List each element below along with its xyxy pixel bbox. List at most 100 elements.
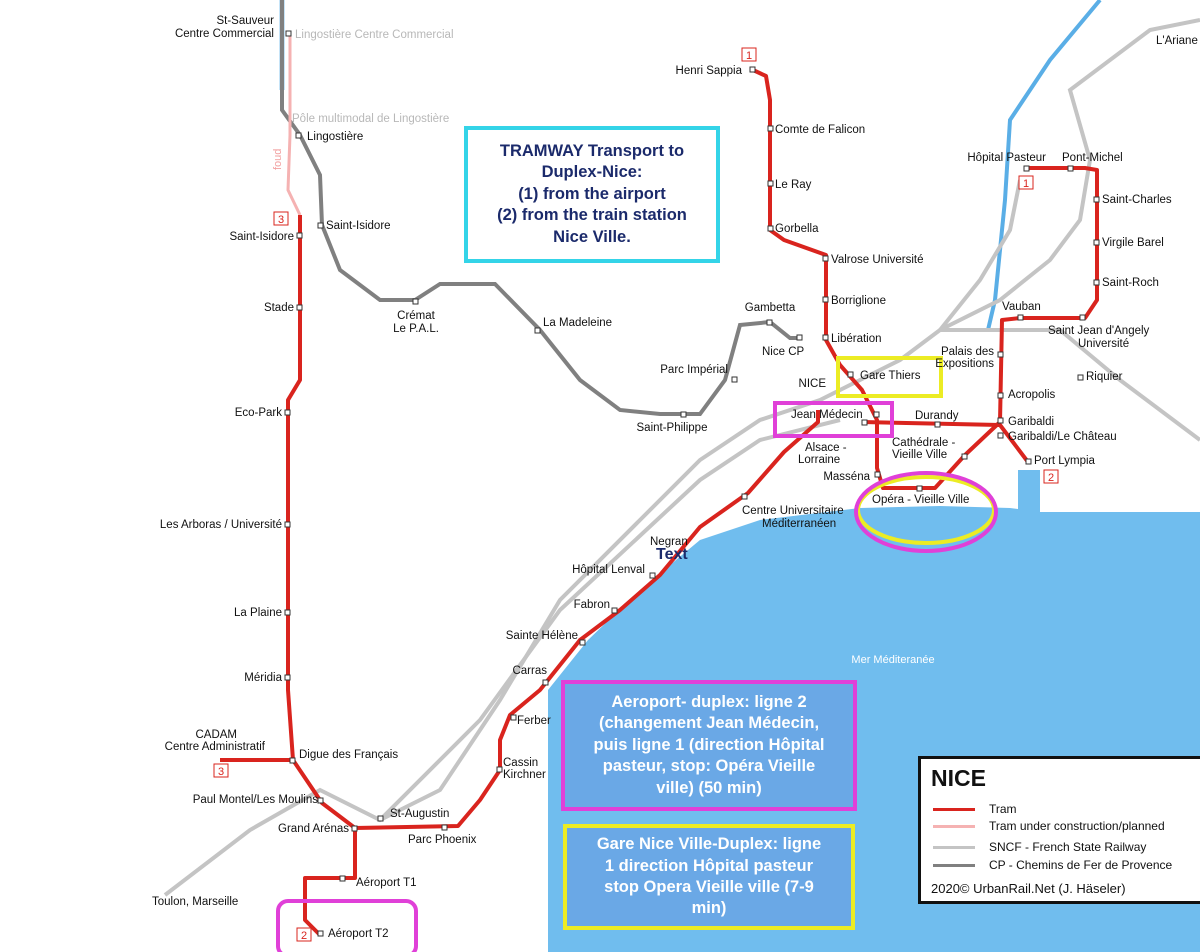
station-garibaldi-chateau: Garibaldi/Le Château xyxy=(1008,431,1117,443)
station-gambetta: Gambetta xyxy=(745,302,796,314)
station-lingostiere: Lingostière xyxy=(307,131,363,143)
station-la-plaine: La Plaine xyxy=(234,607,282,619)
station-henri-sappia: Henri Sappia xyxy=(676,65,743,77)
station-carras: Carras xyxy=(512,665,547,677)
station-pont-michel: Pont-Michel xyxy=(1062,152,1123,164)
station-centre-univ-1: Centre Universitaire xyxy=(742,505,844,517)
destination-ariane: L'Ariane xyxy=(1156,35,1198,47)
station-massena: Masséna xyxy=(823,471,870,483)
station-vauban: Vauban xyxy=(1002,301,1041,313)
station-saint-jean-2: Université xyxy=(1078,338,1129,350)
gare-route-line: min) xyxy=(691,899,727,918)
station-le-ray: Le Ray xyxy=(775,179,812,191)
tram-planned-line3 xyxy=(286,35,302,216)
gare-thiers-highlight xyxy=(836,356,943,398)
station-saint-charles: Saint-Charles xyxy=(1102,194,1172,206)
tramway-info-line: Nice Ville. xyxy=(553,227,631,246)
station-palais-1: Palais des xyxy=(941,346,994,358)
port-basin xyxy=(1018,470,1040,520)
station-centre-univ-2: Méditerranéen xyxy=(762,518,836,530)
aeroport-route-line: Aeroport- duplex: ligne 2 xyxy=(611,692,807,711)
station-durandy: Durandy xyxy=(915,410,959,422)
destination-toulon: Toulon, Marseille xyxy=(152,896,238,908)
station-opera: Opéra - Vieille Ville xyxy=(872,494,969,506)
legend-credit: 2020© UrbanRail.Net (J. Häseler) xyxy=(931,881,1126,896)
station-st-sauveur-2: Centre Commercial xyxy=(175,28,274,40)
map-legend: NICE Tram Tram under construction/planne… xyxy=(918,756,1200,904)
station-acropolis: Acropolis xyxy=(1008,389,1056,401)
station-garibaldi: Garibaldi xyxy=(1008,416,1054,428)
station-gare-thiers: Gare Thiers xyxy=(860,370,921,382)
gare-route-line: Gare Nice Ville-Duplex: ligne xyxy=(596,835,822,854)
legend-item-tram: Tram xyxy=(933,801,1017,817)
legend-label: SNCF - French State Railway xyxy=(989,840,1147,854)
gare-route-box: Gare Nice Ville-Duplex: ligne 1 directio… xyxy=(563,824,855,930)
station-saint-roch: Saint-Roch xyxy=(1102,277,1159,289)
tramway-info-line: Duplex-Nice: xyxy=(541,163,643,182)
station-lingostiere-cc: Lingostière Centre Commercial xyxy=(295,29,454,41)
svg-text:1: 1 xyxy=(1023,178,1029,190)
station-sainte-helene: Sainte Hélène xyxy=(506,630,578,642)
cp-railway xyxy=(280,0,802,416)
gare-route-line: stop Opera Vieille ville (7-9 xyxy=(604,878,814,896)
station-liberation: Libération xyxy=(831,333,882,345)
station-aeroport-t2: Aéroport T2 xyxy=(328,928,389,940)
legend-swatch xyxy=(933,807,975,811)
station-comte-de-falicon: Comte de Falicon xyxy=(775,124,865,136)
station-hopital-pasteur: Hôpital Pasteur xyxy=(967,152,1046,164)
line3-badge-south: 3 xyxy=(213,763,229,778)
legend-label: Tram xyxy=(989,802,1017,816)
legend-swatch xyxy=(933,824,975,828)
station-stade: Stade xyxy=(264,302,294,314)
overlay-text-partial: Negran xyxy=(650,536,688,548)
sea-label: Mer Méditeranée xyxy=(851,654,934,666)
aeroport-t2-highlight xyxy=(276,899,418,952)
station-aeroport-t1: Aéroport T1 xyxy=(356,877,417,889)
legend-swatch xyxy=(933,845,975,849)
svg-text:3: 3 xyxy=(218,766,224,778)
station-digue: Digue des Français xyxy=(299,749,398,761)
tramway-info-line: TRAMWAY Transport to xyxy=(499,141,685,160)
station-hopital-lenval: Hôpital Lenval xyxy=(572,564,645,576)
station-cathedrale-1: Cathédrale - xyxy=(892,437,955,449)
station-alsace-2: Lorraine xyxy=(798,454,840,466)
station-valrose: Valrose Université xyxy=(831,254,923,266)
legend-title: NICE xyxy=(931,765,986,791)
station-palais-2: Expositions xyxy=(935,358,994,370)
line-badges: 1 1 2 2 3 3 xyxy=(213,47,1059,942)
station-saint-isidore: Saint-Isidore xyxy=(229,231,294,243)
station-cremat-2: Le P.A.L. xyxy=(393,323,439,335)
station-fabron: Fabron xyxy=(574,599,610,611)
station-markers xyxy=(284,30,1100,937)
station-st-sauveur-1: St-Sauveur xyxy=(216,15,274,27)
station-grand-arenas: Grand Arénas xyxy=(278,823,349,835)
line3-badge-north: 3 xyxy=(273,211,289,226)
station-pole-lingostiere: Pôle multimodal de Lingostière xyxy=(292,113,449,125)
station-st-augustin: St-Augustin xyxy=(390,808,449,820)
label-foud: foud xyxy=(272,149,284,170)
station-cathedrale-2: Vieille Ville xyxy=(892,449,947,461)
aeroport-route-line: ville) (50 min) xyxy=(656,778,762,797)
legend-label: Tram under construction/planned xyxy=(989,819,1165,833)
river-paillon xyxy=(986,0,1102,331)
station-paul-montel: Paul Montel/Les Moulins xyxy=(193,794,319,806)
tramway-info-box: TRAMWAY Transport to Duplex-Nice: (1) fr… xyxy=(464,126,720,263)
jean-medecin-highlight xyxy=(773,401,894,438)
station-cadam-2: Centre Administratif xyxy=(165,741,266,753)
aeroport-route-line: pasteur, stop: Opéra Vieille xyxy=(602,757,816,776)
svg-text:3: 3 xyxy=(278,214,284,226)
svg-text:2: 2 xyxy=(301,930,307,942)
legend-swatch xyxy=(933,863,975,867)
station-ferber: Ferber xyxy=(517,715,551,727)
station-nice: NICE xyxy=(799,378,827,390)
station-parc-imperial: Parc Impérial xyxy=(660,364,728,376)
line1-badge-east: 1 xyxy=(1018,175,1034,190)
station-gorbella: Gorbella xyxy=(775,223,819,235)
station-borriglione: Borriglione xyxy=(831,295,886,307)
aeroport-route-line: (changement Jean Médecin, xyxy=(598,714,820,733)
legend-label: CP - Chemins de Fer de Provence xyxy=(989,858,1173,872)
station-saint-philippe: Saint-Philippe xyxy=(637,422,708,434)
line2-badge-airport: 2 xyxy=(296,927,312,942)
line1-badge-north: 1 xyxy=(741,47,757,62)
station-port-lympia: Port Lympia xyxy=(1034,455,1096,467)
